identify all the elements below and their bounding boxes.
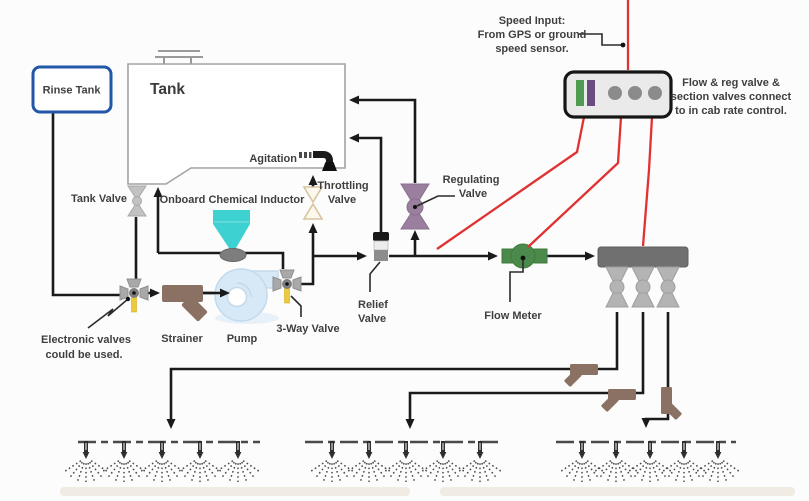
- speed-input-pointer: [578, 33, 621, 46]
- control-wires: [436, 0, 654, 250]
- tank-lid-icon: [155, 50, 203, 64]
- regulating-valve-label: Valve: [459, 188, 487, 200]
- main-tank: [127, 50, 346, 185]
- cab-control-note: section valves connect: [671, 91, 792, 103]
- spray-nozzle-icon: [346, 441, 392, 483]
- tank-valve-icon: [127, 185, 147, 217]
- electronic-valves-note: Electronic valves: [41, 334, 131, 346]
- strainer-icon: [162, 285, 208, 322]
- regulating-valve-icon: [400, 183, 430, 230]
- spray-nozzle-icon: [215, 441, 261, 483]
- label-pointers: [87, 33, 626, 329]
- venturi-icon: [219, 248, 247, 262]
- boom-strainer-icon: [564, 364, 598, 387]
- rinse-tank-label: Rinse Tank: [43, 85, 102, 97]
- tank-shape: [127, 63, 346, 185]
- three-way-valve-pointer: [290, 295, 302, 317]
- spray-nozzle-icon: [559, 441, 605, 483]
- agitation-label: Agitation: [249, 153, 297, 165]
- relief-return-line: [349, 133, 383, 232]
- relief-valve-label: Valve: [358, 313, 386, 325]
- section-manifold: [597, 246, 689, 268]
- section-valve-icon: [605, 266, 629, 308]
- paper-smudge: [440, 487, 795, 496]
- throttling-valve-label: Valve: [328, 194, 356, 206]
- spray-nozzle-icon: [177, 441, 223, 483]
- speed-input-note: Speed Input:: [499, 15, 566, 27]
- spray-nozzle-icon: [627, 441, 673, 483]
- pump-icon: [214, 268, 279, 324]
- speed-input-note: speed sensor.: [495, 43, 568, 55]
- regulating-return-line: [349, 95, 417, 183]
- spray-nozzle-icon: [101, 441, 147, 483]
- section-valve-icon: [631, 266, 655, 308]
- electronic-valves-note: could be used.: [45, 349, 122, 361]
- speed-input-note: From GPS or ground: [478, 29, 587, 41]
- flow-meter-icon: [501, 243, 548, 269]
- flow-meter-wire: [527, 116, 623, 248]
- boom-sections: [63, 440, 741, 483]
- spray-nozzle-icon: [661, 441, 707, 483]
- spray-nozzle-icon: [420, 441, 466, 483]
- boom3-feed-line: [641, 312, 670, 428]
- paper-smudge: [60, 487, 410, 496]
- spray-nozzle-icon: [457, 441, 503, 483]
- section-valve-icon: [656, 266, 680, 308]
- controller-port: [608, 86, 622, 100]
- relief-valve-label: Relief: [358, 299, 388, 311]
- cab-control-note: Flow & reg valve &: [682, 77, 780, 89]
- rinse-tank-shape: [31, 65, 113, 114]
- inductor-label: Onboard Chemical Inductor: [160, 194, 306, 206]
- section-valve-wire: [641, 116, 654, 247]
- strainer-label: Strainer: [161, 333, 203, 345]
- regulating-valve-label: Regulating: [443, 174, 500, 186]
- spray-nozzle-icon: [63, 441, 109, 483]
- controller-port: [628, 86, 642, 100]
- electronic-valves-pointer: [87, 298, 129, 329]
- throttling-valve-label: Throttling: [317, 180, 368, 192]
- spray-nozzle-icon: [139, 441, 185, 483]
- rate-controller: [563, 70, 673, 119]
- chemical-inductor-icon: [213, 210, 250, 262]
- boom-section-3: [556, 440, 741, 483]
- regulating-valve-pointer: [416, 195, 455, 207]
- three-way-valve-icon: [272, 269, 302, 304]
- relief-valve-icon: [373, 232, 389, 261]
- relief-valve-pointer: [369, 261, 381, 292]
- cab-control-note: to in cab rate control.: [675, 105, 787, 117]
- flow-meter-pointer: [509, 260, 524, 302]
- inductor-line: [158, 251, 285, 269]
- pump-label: Pump: [227, 333, 258, 345]
- boom1-feed-line: [166, 312, 619, 429]
- boom2-feed-line: [405, 312, 645, 429]
- flow-meter-label: Flow Meter: [484, 310, 542, 322]
- tank-valve-label: Tank Valve: [71, 193, 127, 205]
- pump-outlet-line: [298, 256, 315, 286]
- spray-nozzle-icon: [309, 441, 355, 483]
- agitation-elbow-icon: [299, 151, 337, 171]
- boom-section-2: [305, 440, 503, 483]
- tank-label: Tank: [150, 81, 185, 98]
- spray-nozzle-icon: [695, 441, 741, 483]
- rinse-tank-line: [51, 112, 121, 297]
- spray-nozzle-icon: [383, 441, 429, 483]
- controller-port: [648, 86, 662, 100]
- boom-strainer-icon: [661, 387, 682, 420]
- spray-nozzle-icon: [593, 441, 639, 483]
- boom-section-1: [63, 440, 261, 483]
- boom-strainer-icon: [601, 389, 636, 412]
- controller-indicator-green: [576, 80, 584, 106]
- throttling-valve-icon: [302, 186, 324, 220]
- controller-indicator-purple: [587, 80, 595, 106]
- electronic-three-way-valve-icon: [119, 278, 149, 313]
- regulating-valve-wire: [436, 116, 586, 250]
- three-way-valve-label: 3-Way Valve: [276, 323, 339, 335]
